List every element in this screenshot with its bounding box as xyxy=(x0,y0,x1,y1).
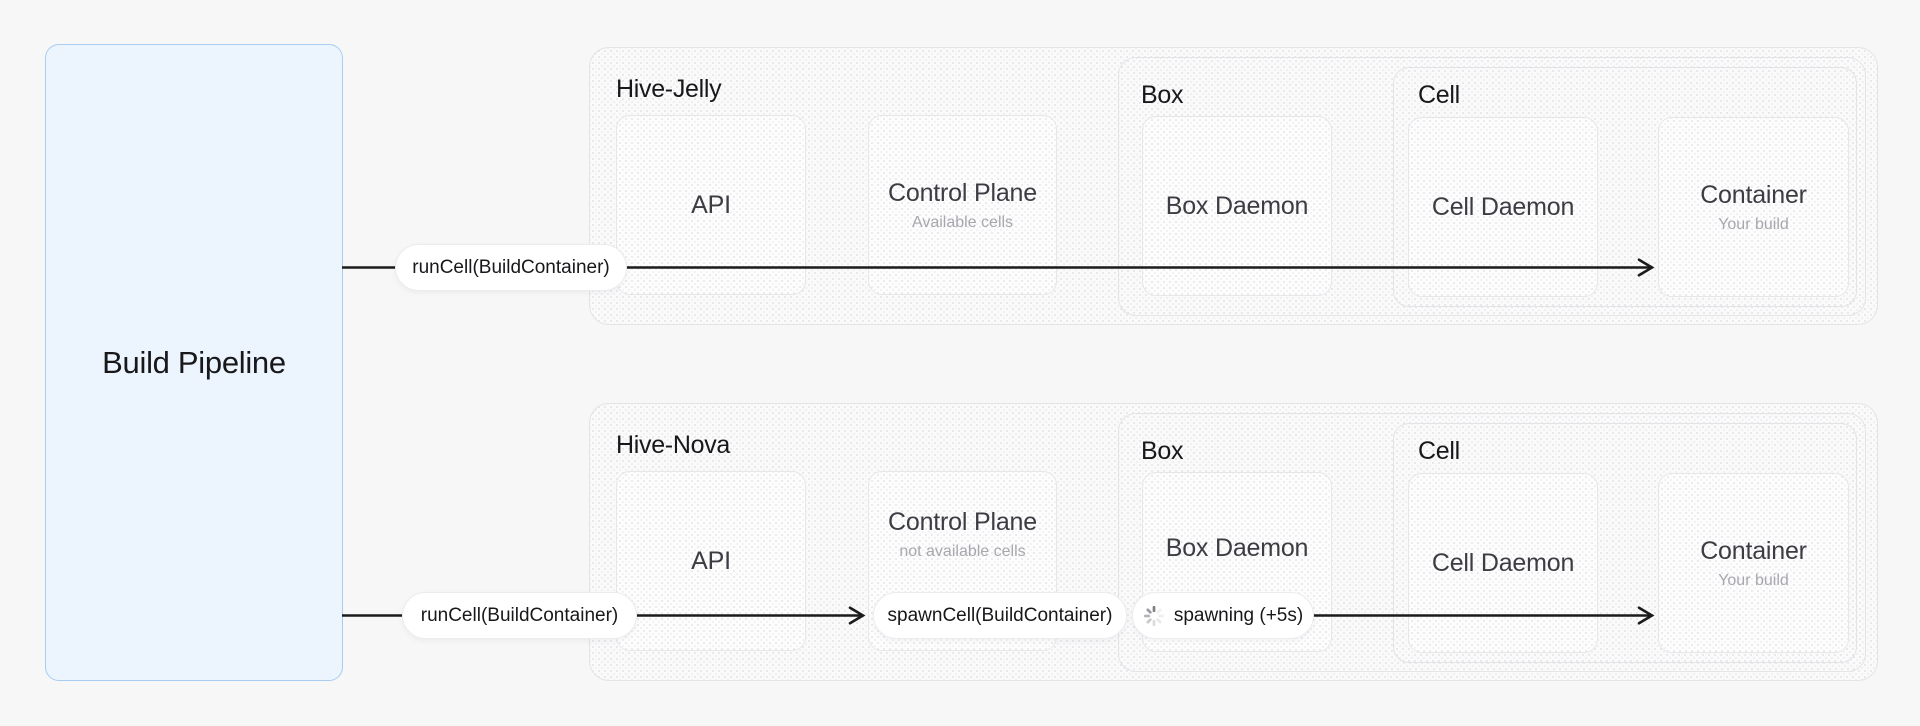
cell-title: Cell xyxy=(1418,81,1460,109)
control-plane-node: Control Plane not available cells xyxy=(868,471,1057,651)
box-daemon-node: Box Daemon xyxy=(1142,116,1332,296)
cell-daemon-label: Cell Daemon xyxy=(1431,548,1575,577)
container-caption: Your build xyxy=(1718,572,1789,589)
cell-daemon-node: Cell Daemon xyxy=(1408,473,1598,653)
container-node: Container Your build xyxy=(1658,117,1849,297)
cell-daemon-label: Cell Daemon xyxy=(1431,192,1575,221)
control-plane-label: Control Plane xyxy=(888,508,1037,536)
spawning-badge: spawning (+5s) xyxy=(1132,592,1314,639)
box-title: Box xyxy=(1141,81,1184,109)
container-node: Container Your build xyxy=(1658,473,1849,653)
api-label: API xyxy=(691,190,731,219)
runcell-badge-top: runCell(BuildContainer) xyxy=(395,244,627,291)
runcell-badge-top-label: runCell(BuildContainer) xyxy=(412,256,610,278)
control-plane-caption: not available cells xyxy=(899,543,1026,560)
control-plane-node: Control Plane Available cells xyxy=(868,115,1057,295)
build-pipeline-node: Build Pipeline xyxy=(45,44,343,681)
cell-group: Cell Cell Daemon Container Your build xyxy=(1393,67,1857,307)
cell-title: Cell xyxy=(1418,437,1460,465)
box-title: Box xyxy=(1141,437,1184,465)
box-daemon-label: Box Daemon xyxy=(1165,191,1309,220)
container-label: Container xyxy=(1700,537,1807,565)
build-pipeline-label: Build Pipeline xyxy=(102,344,286,380)
hive-nova-container: Hive-Nova API Control Plane not availabl… xyxy=(589,403,1878,681)
runcell-badge-bottom: runCell(BuildContainer) xyxy=(402,592,637,639)
runcell-badge-bottom-label: runCell(BuildContainer) xyxy=(420,604,619,626)
hive-nova-title: Hive-Nova xyxy=(616,431,730,459)
spawning-badge-label: spawning (+5s) xyxy=(1173,604,1304,626)
api-label: API xyxy=(691,546,731,575)
box-daemon-label: Box Daemon xyxy=(1165,533,1309,562)
spawncell-badge: spawnCell(BuildContainer) xyxy=(873,592,1127,639)
box-group: Box Box Daemon Cell Cell Daemon Containe… xyxy=(1118,57,1866,316)
hive-jelly-title: Hive-Jelly xyxy=(616,75,722,103)
control-plane-label: Control Plane xyxy=(888,179,1037,207)
spinner-icon xyxy=(1143,605,1164,626)
control-plane-caption: Available cells xyxy=(911,214,1014,231)
container-label: Container xyxy=(1700,181,1807,209)
hive-jelly-container: Hive-Jelly API Control Plane Available c… xyxy=(589,47,1878,325)
cell-daemon-node: Cell Daemon xyxy=(1408,117,1598,297)
api-node: API xyxy=(616,115,806,295)
cell-group: Cell Cell Daemon Container Your build xyxy=(1393,423,1857,663)
spawncell-badge-label: spawnCell(BuildContainer) xyxy=(887,604,1113,626)
container-caption: Your build xyxy=(1718,216,1789,233)
api-node: API xyxy=(616,471,806,651)
